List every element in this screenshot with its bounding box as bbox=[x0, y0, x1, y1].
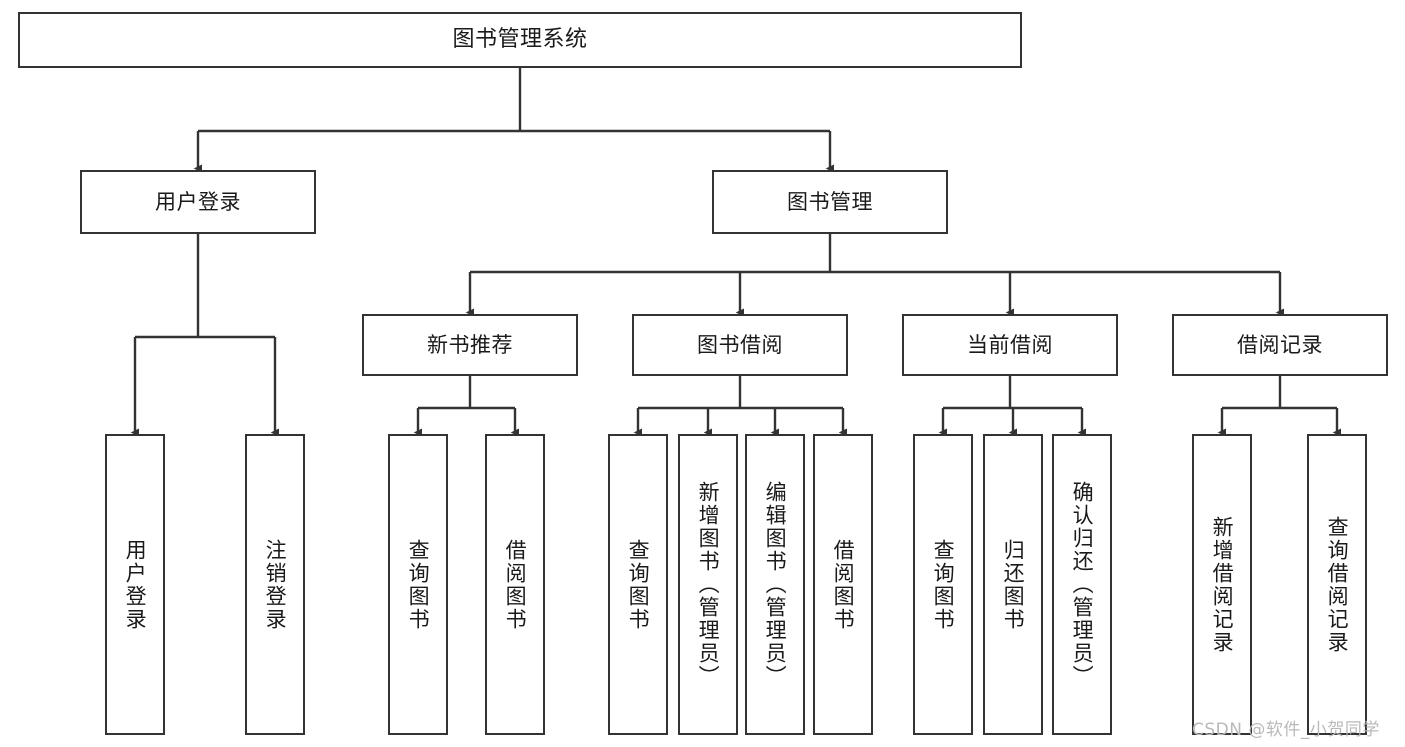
node-n4: 图书借阅 bbox=[632, 314, 848, 376]
node-label: 编辑图书（管理员） bbox=[763, 481, 788, 688]
node-label: 查询借阅记录 bbox=[1325, 515, 1350, 654]
csdn-watermark: CSDN @软件_小贺同学 bbox=[1192, 720, 1380, 740]
node-n6: 借阅记录 bbox=[1172, 314, 1388, 376]
node-label: 查询图书 bbox=[406, 538, 431, 631]
node-label: 归还图书 bbox=[1001, 538, 1026, 631]
node-label: 图书借阅 bbox=[697, 332, 783, 357]
node-label: 注销登录 bbox=[263, 538, 288, 631]
node-label: 新书推荐 bbox=[427, 332, 513, 357]
node-label: 图书管理 bbox=[787, 189, 873, 214]
node-label: 新增图书（管理员） bbox=[696, 481, 721, 688]
node-n13: 编辑图书（管理员） bbox=[745, 434, 805, 735]
node-label: 借阅记录 bbox=[1237, 332, 1323, 357]
node-label: 查询图书 bbox=[626, 538, 651, 631]
node-n12: 新增图书（管理员） bbox=[678, 434, 738, 735]
node-n18: 新增借阅记录 bbox=[1192, 434, 1252, 735]
node-n11: 查询图书 bbox=[608, 434, 668, 735]
node-label: 图书管理系统 bbox=[452, 27, 588, 53]
node-n15: 查询图书 bbox=[913, 434, 973, 735]
node-label: 新增借阅记录 bbox=[1210, 515, 1235, 654]
node-n17: 确认归还（管理员） bbox=[1052, 434, 1112, 735]
node-n9: 查询图书 bbox=[388, 434, 448, 735]
node-label: 用户登录 bbox=[123, 538, 148, 631]
node-label: 查询图书 bbox=[931, 538, 956, 631]
node-n8: 注销登录 bbox=[245, 434, 305, 735]
node-label: 确认归还（管理员） bbox=[1070, 481, 1095, 688]
node-n2: 图书管理 bbox=[712, 170, 948, 234]
node-n7: 用户登录 bbox=[105, 434, 165, 735]
node-n10: 借阅图书 bbox=[485, 434, 545, 735]
node-label: 用户登录 bbox=[155, 189, 241, 214]
node-n19: 查询借阅记录 bbox=[1307, 434, 1367, 735]
node-n14: 借阅图书 bbox=[813, 434, 873, 735]
node-n5: 当前借阅 bbox=[902, 314, 1118, 376]
node-n0: 图书管理系统 bbox=[18, 12, 1022, 68]
node-label: 当前借阅 bbox=[967, 332, 1053, 357]
node-label: 借阅图书 bbox=[503, 538, 528, 631]
node-n16: 归还图书 bbox=[983, 434, 1043, 735]
node-n1: 用户登录 bbox=[80, 170, 316, 234]
node-label: 借阅图书 bbox=[831, 538, 856, 631]
node-n3: 新书推荐 bbox=[362, 314, 578, 376]
